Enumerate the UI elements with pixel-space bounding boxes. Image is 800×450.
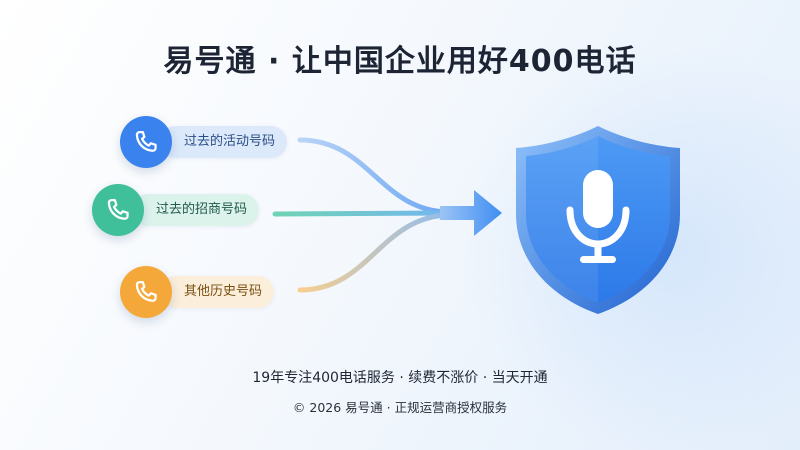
flow-line-blue: [297, 137, 453, 215]
footer-tagline: 19年专注400电话服务 · 续费不涨价 · 当天开通: [252, 370, 548, 386]
flow-line-green: [272, 210, 453, 217]
microphone-icon: [566, 170, 630, 263]
source-item-other-number: 其他历史号码: [120, 266, 310, 318]
phone-icon: [120, 116, 172, 168]
arrow-icon: [440, 190, 502, 236]
page-title: 易号通 · 让中国企业用好400电话: [163, 44, 637, 79]
phone-icon: [120, 266, 172, 318]
source-label: 过去的活动号码: [160, 126, 288, 158]
microphone-shield-icon: [516, 126, 680, 314]
footer-copyright: © 2026 易号通 · 正规运营商授权服务: [292, 400, 508, 415]
flow-line-orange: [297, 212, 453, 293]
phone-icon: [92, 184, 144, 236]
source-item-activity-number: 过去的活动号码: [120, 116, 310, 168]
source-item-merchant-number: 过去的招商号码: [92, 184, 282, 236]
source-label: 其他历史号码: [160, 276, 275, 308]
source-label: 过去的招商号码: [132, 194, 260, 226]
